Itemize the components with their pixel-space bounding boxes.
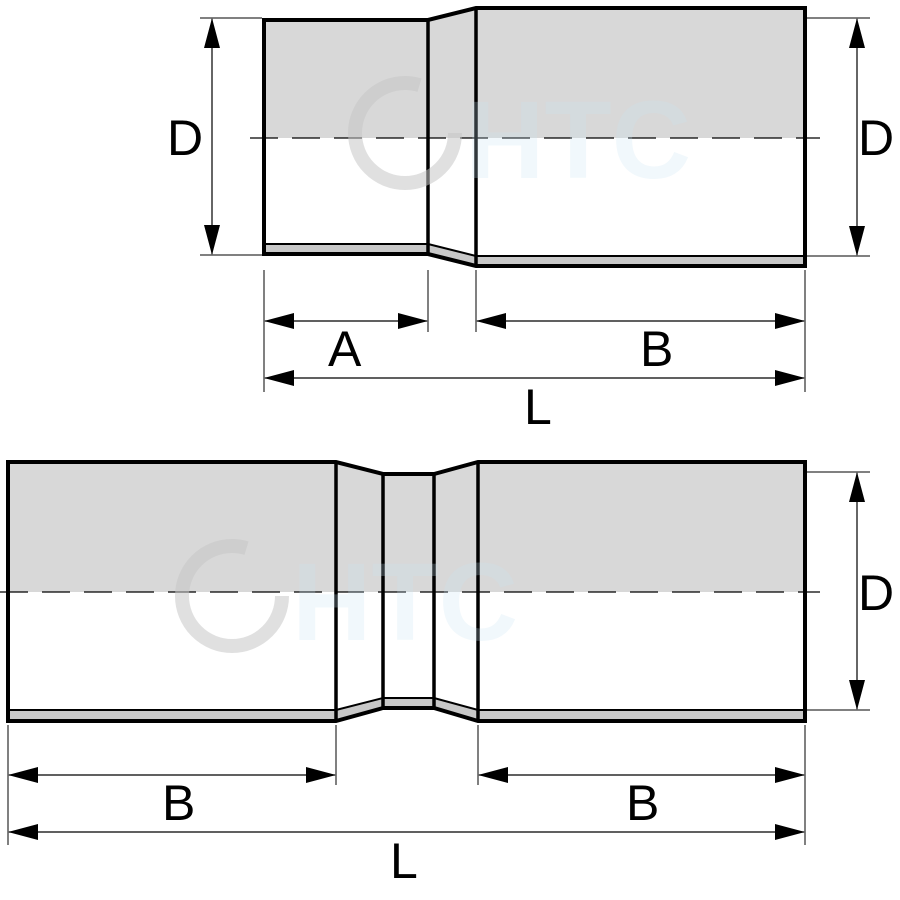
bottom-dims-horizontal: B B L	[7, 725, 806, 889]
top-label-b: B	[640, 321, 673, 377]
top-label-d-left: D	[167, 110, 203, 166]
top-label-a: A	[328, 321, 362, 377]
bottom-inner-wall-line	[8, 697, 805, 711]
top-large-pipe-wall	[476, 256, 805, 266]
top-cone-shade	[428, 8, 476, 138]
top-label-d-right: D	[858, 110, 894, 166]
bottom-label-l: L	[390, 833, 418, 889]
top-dim-d-right: D	[807, 17, 894, 257]
bottom-right-pipe-wall	[478, 710, 805, 721]
bottom-watermark-text: HTC	[292, 541, 518, 664]
top-watermark: HTC	[348, 76, 691, 202]
bottom-right-pipe-shade	[478, 462, 805, 592]
top-large-pipe-shade	[476, 8, 805, 138]
top-reducer	[250, 6, 820, 268]
top-inner-wall-line-cone	[427, 243, 477, 257]
bottom-left-pipe-shade	[8, 462, 336, 592]
watermark-logo-icon	[348, 76, 462, 190]
bottom-left-pipe-wall	[8, 710, 336, 721]
bottom-right-cone-wall	[434, 698, 478, 721]
top-dims-horizontal: A B L	[263, 270, 806, 435]
bottom-label-d: D	[858, 565, 894, 621]
top-small-pipe-wall	[264, 244, 428, 254]
bottom-watermark: HTC	[175, 539, 518, 664]
bottom-middle-wall	[383, 698, 434, 708]
top-watermark-text: HTC	[465, 79, 691, 202]
bottom-left-cone-wall	[336, 698, 383, 721]
bottom-dim-d: D	[807, 471, 894, 711]
top-reducer-outline	[262, 6, 807, 268]
bottom-left-cone-shade	[336, 462, 383, 592]
bottom-label-b-left: B	[162, 775, 195, 831]
bottom-coupling	[0, 460, 820, 723]
top-dim-d-left: D	[167, 17, 262, 256]
top-cone-wall	[428, 244, 476, 266]
bottom-middle-shade	[383, 474, 434, 592]
bottom-label-b-right: B	[626, 775, 659, 831]
watermark-logo-icon	[175, 539, 289, 653]
bottom-right-cone-shade	[434, 462, 478, 592]
top-label-l: L	[524, 379, 552, 435]
